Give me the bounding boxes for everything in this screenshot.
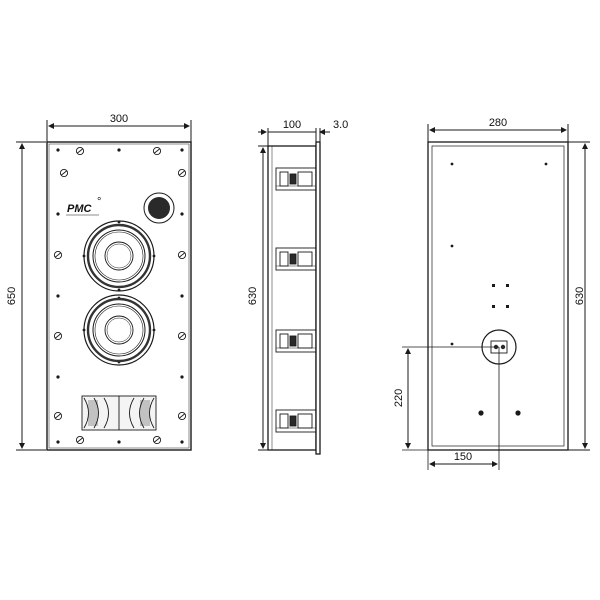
terminal-height-label: 220: [393, 389, 405, 407]
side-depth-label: 100: [283, 119, 301, 131]
side-clamp-icon: [275, 329, 317, 353]
bass-port-inner: [148, 197, 170, 219]
back-mount-dots: [450, 162, 548, 416]
screw-icon: [75, 146, 85, 156]
screw-icon: [53, 331, 63, 341]
side-clamp-icon: [275, 409, 317, 433]
screw-icon: [177, 331, 187, 341]
screw-icon: [53, 250, 63, 260]
upper-driver-icon: [83, 220, 155, 292]
screw-icon: [177, 411, 187, 421]
back-height-label: 630: [574, 287, 586, 305]
side-height-label: 630: [247, 287, 259, 305]
front-panel-inner-edge: [48, 143, 190, 449]
side-flange: [315, 141, 321, 455]
front-screws: [53, 146, 187, 445]
screw-icon: [152, 435, 162, 445]
terminal-offset-label: 150: [454, 451, 472, 463]
side-clamp-icon: [275, 247, 317, 271]
pmc-logo: PMC: [67, 203, 93, 215]
side-flange-label: 3.0: [333, 119, 348, 131]
screw-icon: [53, 411, 63, 421]
back-view: [402, 124, 590, 470]
back-box-inner: [431, 145, 565, 447]
screw-icon: [59, 168, 69, 178]
side-view: [258, 128, 330, 455]
pmc-logo-mark: °: [97, 196, 101, 208]
screw-icon: [152, 146, 162, 156]
side-clamp-icon: [275, 167, 317, 191]
back-box-outer: [427, 141, 569, 451]
screw-icon: [177, 250, 187, 260]
bass-port-icon: [143, 192, 175, 224]
tweeter-array-icon: [81, 395, 157, 431]
front-width-label: 300: [110, 113, 128, 125]
back-width-label: 280: [489, 117, 507, 129]
side-body: [267, 145, 317, 451]
front-height-label: 650: [6, 287, 18, 305]
lower-driver-icon: [83, 294, 155, 366]
front-view: PMC °: [16, 120, 192, 451]
terminal-post-icon: [500, 344, 506, 350]
screw-icon: [177, 168, 187, 178]
screw-icon: [75, 435, 85, 445]
